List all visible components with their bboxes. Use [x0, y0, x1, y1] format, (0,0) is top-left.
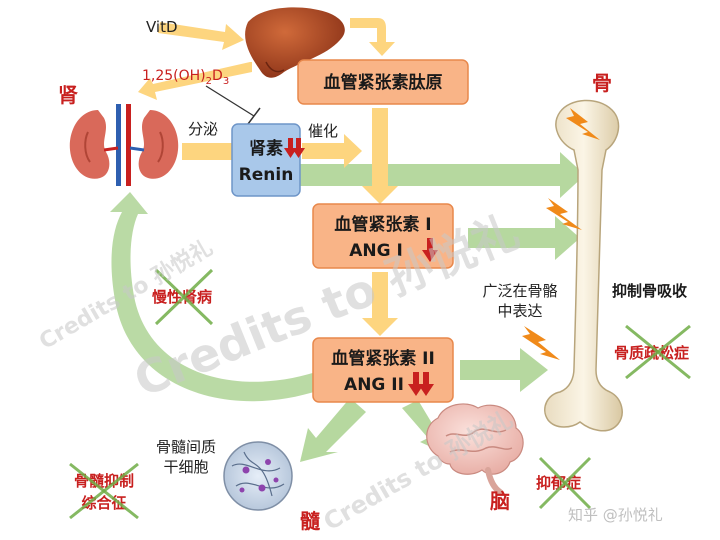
bmsc-label-line1: 骨髓间质 — [156, 438, 216, 456]
green-arrow-renin-to-bone — [300, 152, 585, 198]
vitd-label: VitD — [146, 18, 178, 36]
lightning-bolt-icon-bottom — [522, 326, 560, 360]
yellow-arrow-angiotensinogen-to-ang1 — [362, 108, 398, 204]
renin-label-en: Renin — [239, 165, 294, 185]
depression-crossed: 抑郁症 — [536, 456, 592, 510]
bone-label: 骨 — [592, 71, 612, 95]
green-feedback-arrow — [110, 192, 320, 402]
calcitriol-label: 1,25(OH)2D3 — [142, 68, 229, 87]
catalyze-label: 催化 — [308, 122, 338, 140]
renin-box: 肾素 Renin — [231, 123, 305, 197]
osteoporosis-label: 骨质疏松症 — [614, 344, 689, 362]
lightning-bolt-icon-top — [566, 108, 600, 140]
ang1-label-en: ANG I — [349, 241, 403, 261]
angiotensinogen-label: 血管紧张素肽原 — [324, 72, 443, 93]
ang2-label-cn: 血管紧张素 II — [331, 348, 435, 369]
ckd-crossed: 慢性肾病 — [152, 268, 214, 326]
liver-icon — [245, 7, 345, 78]
renin-label-cn: 肾素 — [249, 139, 283, 159]
brain-icon — [426, 403, 524, 495]
bone-marrow-cell-icon — [223, 441, 293, 511]
angiotensinogen-box: 血管紧张素肽原 — [297, 59, 469, 105]
ang1-box: 血管紧张素 I ANG I — [312, 203, 454, 269]
down-arrow-icon-ang1 — [422, 238, 438, 262]
lightning-bolt-icon-middle — [546, 198, 582, 230]
widely-expressed-line1: 广泛在骨骼 — [482, 282, 557, 300]
secrete-label: 分泌 — [188, 120, 218, 138]
brain-label: 脑 — [490, 489, 510, 513]
ang1-label-cn: 血管紧张素 I — [334, 214, 431, 235]
osteoporosis-crossed: 骨质疏松症 — [614, 324, 691, 380]
kidney-icon — [69, 104, 179, 186]
mds-crossed: 骨髓抑制 综合征 — [69, 462, 139, 520]
widely-expressed-line2: 中表达 — [497, 302, 542, 320]
yellow-arrow-liver-to-angiotensinogen — [350, 18, 395, 56]
mds-label-line1: 骨髓抑制 — [74, 472, 134, 490]
ang2-box: 血管紧张素 II ANG II — [312, 337, 454, 403]
inhibit-resorption-label: 抑制骨吸收 — [612, 282, 687, 300]
inhibition-line — [205, 85, 261, 125]
green-arrow-ang2-to-bone — [460, 348, 548, 392]
marrow-label: 髓 — [300, 509, 321, 533]
bone-icon — [544, 99, 623, 432]
yellow-arrow-renin-catalyze — [302, 134, 362, 168]
yellow-arrow-ang1-to-ang2 — [362, 272, 398, 336]
bmsc-label-line2: 干细胞 — [163, 458, 208, 476]
watermark-footer: 知乎 @孙悦礼 — [568, 506, 663, 524]
kidney-label: 肾 — [58, 83, 78, 107]
yellow-arrow-vitd-to-liver — [158, 22, 244, 50]
yellow-arrow-liver-to-kidney — [138, 62, 252, 100]
ang2-label-en: ANG II — [344, 375, 404, 395]
down-arrow-icon-renin — [284, 138, 305, 158]
green-arrow-ang1-to-bone — [468, 216, 580, 260]
down-arrow-icon-ang2 — [408, 372, 434, 396]
green-arrow-ang2-to-marrow — [300, 398, 366, 462]
